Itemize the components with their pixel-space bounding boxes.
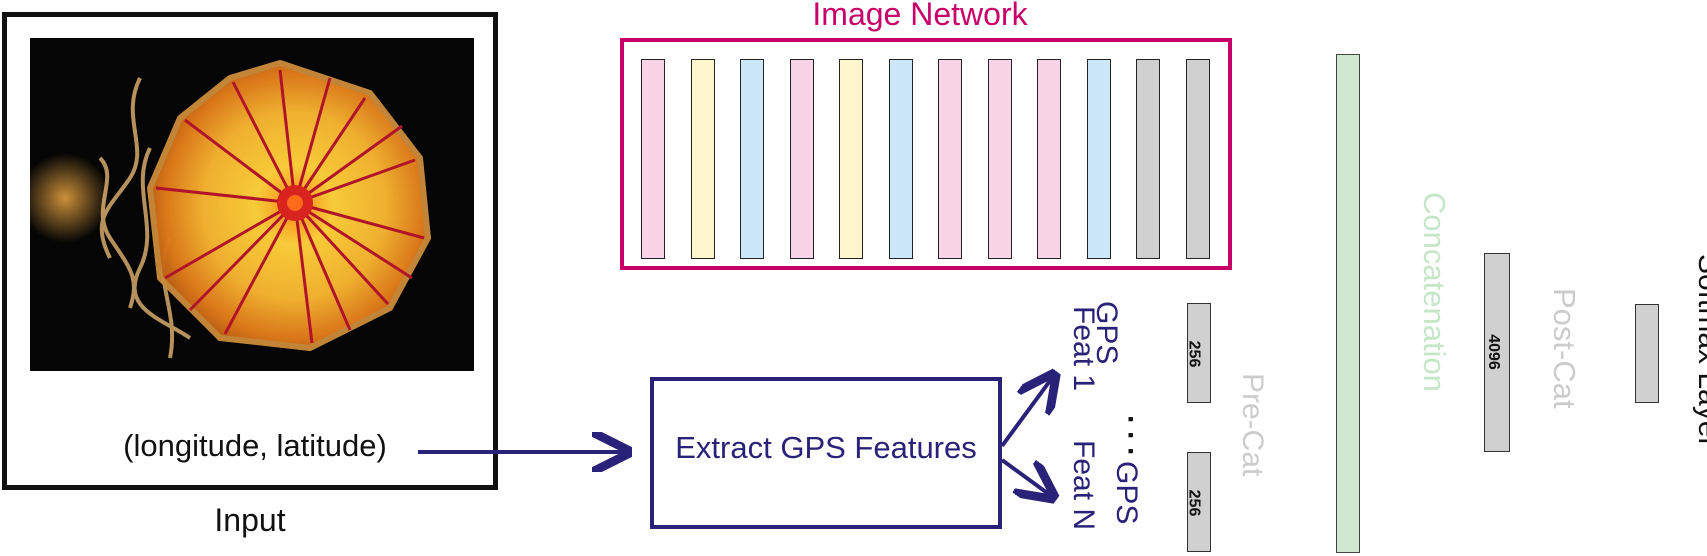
image-network-box: [620, 38, 1232, 270]
network-layer: [789, 59, 814, 259]
post-cat-bar-label: 4096: [1484, 334, 1502, 370]
post-cat-label: Post-Cat: [1547, 288, 1582, 409]
gps-feat-1-bar: [1187, 303, 1211, 403]
pre-cat-label: Pre-Cat: [1236, 373, 1269, 477]
gps-feat-n-line2: Feat N: [1067, 440, 1100, 531]
gps-feat-n-bar-label: 256: [1185, 489, 1203, 517]
extract-gps-features-label: Extract GPS Features: [675, 430, 977, 465]
jellyfish-image: [30, 38, 474, 371]
coordinates-label: (longitude, latitude): [123, 428, 387, 463]
gps-to-feat1-arrow: [1000, 378, 1052, 448]
image-network-title: Image Network: [812, 0, 1028, 32]
softmax-label: Softmax Layer: [1692, 254, 1707, 448]
gps-feat-1-bar-label: 256: [1185, 340, 1203, 368]
network-layer: [1086, 59, 1111, 259]
network-layer: [1185, 59, 1210, 259]
gps-feat-n-bar: [1187, 452, 1211, 552]
network-layer: [1037, 59, 1061, 259]
jellyfish-photo: [30, 38, 474, 371]
network-layer: [690, 59, 715, 259]
input-caption: Input: [214, 502, 286, 538]
concatenation-label: Concatenation: [1417, 192, 1452, 392]
network-layer: [987, 59, 1012, 259]
extract-gps-features-box: [650, 377, 1002, 529]
gps-feat-1-line2: Feat 1: [1067, 306, 1100, 392]
network-layer: [938, 59, 962, 259]
network-layer: [888, 59, 913, 259]
gps-to-featn-arrow: [1000, 458, 1050, 495]
concatenation-bar: [1336, 54, 1360, 553]
post-cat-bar: [1484, 253, 1510, 452]
input-panel: [2, 12, 498, 490]
feature-ellipsis: ···: [1114, 415, 1147, 463]
network-layer: [1136, 59, 1160, 259]
network-layer: [839, 59, 863, 259]
softmax-bar: [1635, 304, 1659, 403]
network-layer: [641, 59, 665, 259]
network-layer: [740, 59, 764, 259]
gps-feat-n-line1: GPS: [1110, 461, 1143, 525]
